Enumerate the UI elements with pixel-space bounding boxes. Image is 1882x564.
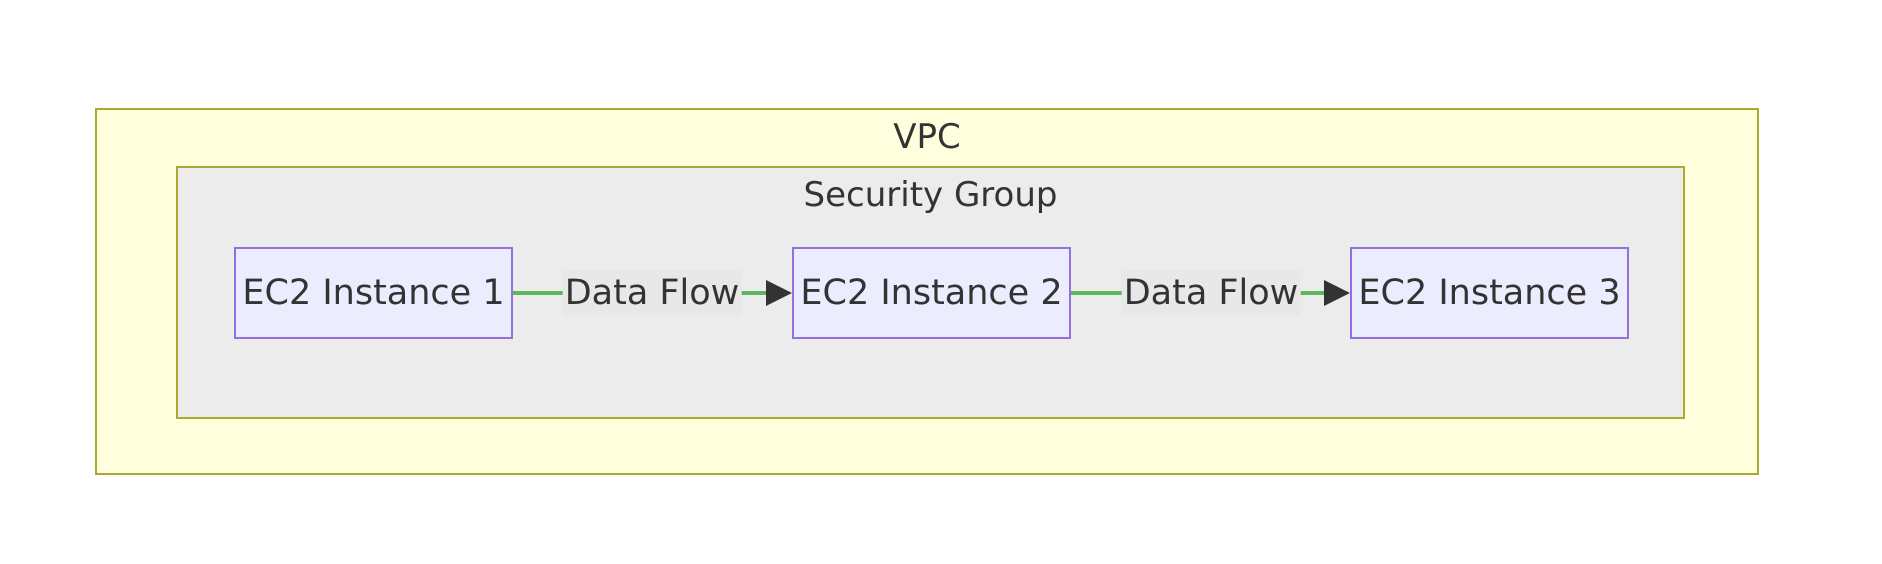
ec2-instance-1-node[interactable]: EC2 Instance 1 (234, 247, 513, 339)
ec2-instance-3-node[interactable]: EC2 Instance 3 (1350, 247, 1629, 339)
vpc-label: VPC (893, 117, 961, 157)
ec2-instance-2-node[interactable]: EC2 Instance 2 (792, 247, 1071, 339)
security-group-label: Security Group (803, 175, 1058, 215)
edge-2-label: Data Flow (1121, 270, 1301, 316)
edge-1-label: Data Flow (562, 270, 742, 316)
